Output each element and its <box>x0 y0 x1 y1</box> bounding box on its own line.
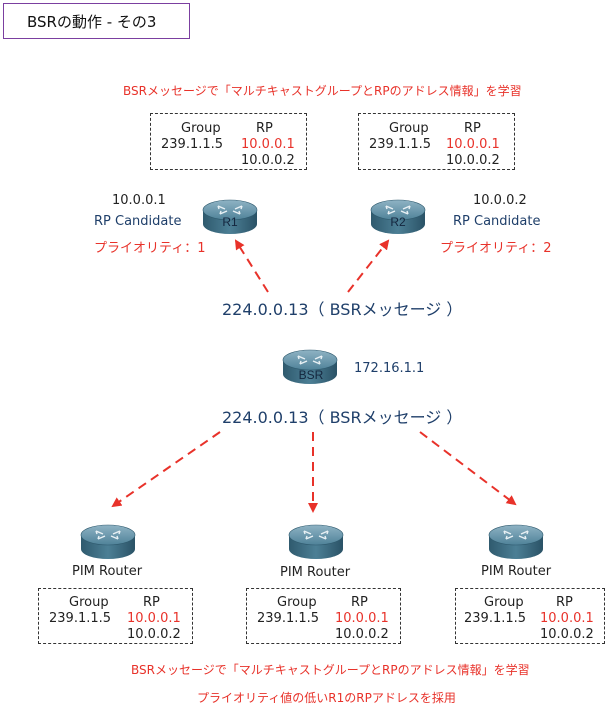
arrow-to-r1 <box>234 239 269 293</box>
table-header-group: Group <box>484 595 524 610</box>
pim-right-rp-table: Group RP 239.1.1.5 10.0.0.1 10.0.0.2 <box>455 588 605 644</box>
table-header-rp: RP <box>556 595 573 610</box>
table-cell-rp-primary: 10.0.0.1 <box>540 611 594 626</box>
r2-rp-table: Group RP 239.1.1.5 10.0.0.1 10.0.0.2 <box>358 113 515 170</box>
table-cell-rp-primary: 10.0.0.1 <box>241 137 295 152</box>
table-cell-group: 239.1.1.5 <box>257 611 320 626</box>
table-cell-rp-primary: 10.0.0.1 <box>446 137 500 152</box>
top-note: BSRメッセージで「マルチキャストグループとRPのアドレス情報」を学習 <box>123 84 522 98</box>
r1-priority: プライオリティ：1 <box>94 241 206 256</box>
bsr-label: BSR <box>299 368 324 382</box>
pim-router-right-icon <box>488 524 544 560</box>
pim-router-center-label: PIM Router <box>280 565 351 580</box>
table-cell-rp-secondary: 10.0.0.2 <box>335 627 389 642</box>
r2-label: R2 <box>390 215 406 229</box>
r1-label: R1 <box>222 215 238 229</box>
pim-router-left-icon <box>80 524 136 560</box>
bsr-address: 172.16.1.1 <box>354 361 425 376</box>
arrow-to-r2 <box>347 239 390 293</box>
bottom-note-adopt: プライオリティ値の低いR1のRPアドレスを採用 <box>197 691 456 705</box>
table-cell-rp-secondary: 10.0.0.2 <box>446 153 500 168</box>
bottom-note-learn: BSRメッセージで「マルチキャストグループとRPのアドレス情報」を学習 <box>131 663 530 677</box>
r2-priority: プライオリティ：2 <box>440 241 552 256</box>
r1-rp-table: Group RP 239.1.1.5 10.0.0.1 10.0.0.2 <box>150 113 307 170</box>
table-header-rp: RP <box>143 595 160 610</box>
table-header-rp: RP <box>256 121 273 136</box>
pim-center-rp-table: Group RP 239.1.1.5 10.0.0.1 10.0.0.2 <box>246 588 401 644</box>
pim-router-center-icon <box>288 524 344 560</box>
table-header-group: Group <box>389 121 429 136</box>
table-cell-rp-secondary: 10.0.0.2 <box>540 627 594 642</box>
table-cell-group: 239.1.1.5 <box>161 137 224 152</box>
table-cell-rp-primary: 10.0.0.1 <box>127 611 181 626</box>
page-title: BSRの動作 - その3 <box>3 3 190 39</box>
r1-address: 10.0.0.1 <box>112 193 166 208</box>
table-cell-group: 239.1.1.5 <box>464 611 527 626</box>
table-header-group: Group <box>181 121 221 136</box>
r2-role: RP Candidate <box>453 214 541 229</box>
table-header-rp: RP <box>464 121 481 136</box>
table-header-group: Group <box>69 595 109 610</box>
page-title-text: BSRの動作 - その3 <box>27 12 157 31</box>
pim-router-left-label: PIM Router <box>72 564 143 579</box>
pim-left-rp-table: Group RP 239.1.1.5 10.0.0.1 10.0.0.2 <box>38 588 193 644</box>
arrow-to-pim-right <box>419 431 517 506</box>
table-cell-rp-secondary: 10.0.0.2 <box>127 627 181 642</box>
table-cell-group: 239.1.1.5 <box>49 611 112 626</box>
table-header-group: Group <box>277 595 317 610</box>
table-header-rp: RP <box>351 595 368 610</box>
upper-bsr-message: 224.0.0.13（ BSRメッセージ ） <box>222 300 463 319</box>
r1-role: RP Candidate <box>94 214 182 229</box>
table-cell-rp-secondary: 10.0.0.2 <box>241 153 295 168</box>
lower-bsr-message: 224.0.0.13（ BSRメッセージ ） <box>222 408 463 427</box>
table-cell-rp-primary: 10.0.0.1 <box>335 611 389 626</box>
pim-router-right-label: PIM Router <box>481 564 552 579</box>
arrow-to-pim-left <box>111 431 221 508</box>
table-cell-group: 239.1.1.5 <box>369 137 432 152</box>
r2-address: 10.0.0.2 <box>473 193 527 208</box>
